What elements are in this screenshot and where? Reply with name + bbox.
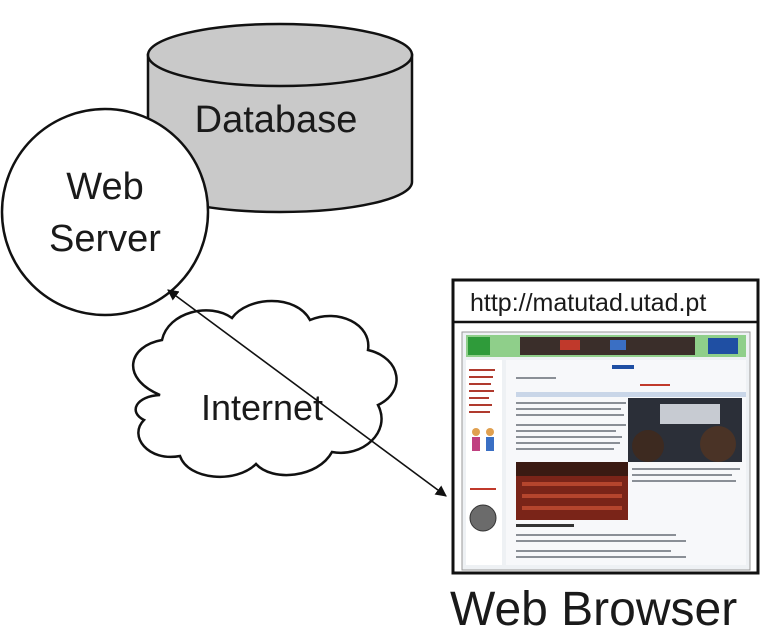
database-node: Database [146, 22, 414, 214]
database-cylinder-top [146, 22, 414, 88]
web-server-label-line2: Server [49, 218, 161, 260]
website-thumbnail [461, 331, 751, 571]
browser-url-text: http://matutad.utad.pt [470, 289, 706, 317]
internet-node: Internet [131, 299, 398, 479]
site-subtitle-bar [516, 392, 746, 397]
site-title-highlight [612, 365, 634, 369]
browser-caption: Web Browser [450, 583, 737, 633]
site-logo [468, 337, 490, 355]
web-server-node: Web Server [0, 107, 210, 317]
web-server-circle [0, 107, 210, 317]
web-server-label-line1: Web [66, 166, 143, 208]
site-nav-kids-illustration [472, 428, 494, 451]
site-photo-auditorium [516, 462, 628, 520]
site-nav-red-link [470, 488, 496, 490]
internet-label: Internet [201, 387, 323, 428]
connection-arrow [167, 289, 447, 497]
site-header-accent-2 [610, 340, 626, 350]
site-nav-lines [469, 369, 495, 413]
site-header-photo-strip [520, 337, 695, 355]
site-header-accent-1 [560, 340, 580, 350]
site-seal [469, 504, 497, 532]
site-photo-classroom [628, 398, 742, 462]
browser-window: http://matutad.utad.pt [451, 278, 760, 575]
database-label: Database [195, 99, 358, 141]
site-header-blue-logo [708, 338, 738, 354]
site-text-lines [516, 377, 740, 558]
